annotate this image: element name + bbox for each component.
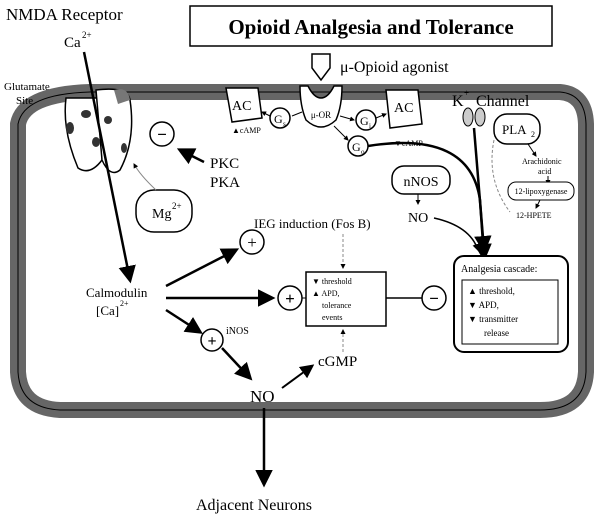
hpete-to-channel-dashed bbox=[491, 139, 511, 213]
camp-left-label: ▲cAMP bbox=[232, 126, 261, 135]
pla-to-arachidonic bbox=[527, 143, 537, 157]
ac-left-box bbox=[225, 87, 263, 123]
ac-right-label: AC bbox=[394, 101, 413, 116]
cascade-minus-circle bbox=[421, 285, 447, 311]
nnos-label: nNOS bbox=[403, 175, 438, 190]
pka-label: PKA bbox=[210, 175, 240, 191]
ac-right-box bbox=[385, 89, 423, 129]
arachidonic-line2: acid bbox=[538, 167, 551, 176]
mg-label: Mg bbox=[152, 207, 171, 222]
nmda-receptor-label: NMDA Receptor bbox=[6, 5, 123, 24]
tolerance-line-4: events bbox=[322, 313, 342, 322]
analgesia-item-2: ▼ APD, bbox=[468, 300, 499, 310]
tolerance-plus-sign: + bbox=[285, 289, 295, 308]
go-to-cascade-arrow bbox=[367, 141, 492, 262]
k-superscript: + bbox=[464, 88, 469, 98]
gs-to-ac bbox=[261, 111, 271, 117]
k-label: K bbox=[452, 93, 464, 110]
inhibit-sign-receptor: − bbox=[157, 125, 167, 144]
no-to-cgmp bbox=[281, 364, 315, 389]
lipox-to-hpete bbox=[535, 199, 541, 209]
ieg-label: IEG induction (Fos B) bbox=[254, 216, 371, 231]
lipoxygenase-label: 12-lipoxygenase bbox=[515, 187, 568, 196]
lipoxygenase-box bbox=[507, 181, 575, 201]
pla-label: PLA bbox=[502, 122, 527, 137]
opioid-agonist-shape bbox=[311, 53, 331, 82]
arachidonic-line1: Arachidonic bbox=[522, 157, 562, 166]
gi-protein bbox=[355, 109, 377, 131]
analgesia-item-3: ▼ transmitter bbox=[468, 314, 518, 324]
k-channel-left bbox=[462, 107, 474, 127]
k-channel-right bbox=[474, 107, 486, 127]
inhibit-circle-receptor bbox=[149, 121, 175, 147]
cell-membrane-outer bbox=[17, 91, 587, 411]
ca-bracket-superscript: 2+ bbox=[120, 299, 129, 308]
tolerance-line-2: ▲ APD, bbox=[312, 289, 339, 298]
nmda-receptor bbox=[64, 88, 133, 174]
mu-to-go bbox=[333, 125, 349, 141]
gs-protein bbox=[269, 107, 291, 129]
mu-agonist-label: μ-Opioid agonist bbox=[340, 59, 449, 76]
mg-box bbox=[135, 189, 193, 233]
gi-subscript: i bbox=[369, 122, 371, 130]
pla-box bbox=[493, 113, 541, 145]
gi-to-ac bbox=[375, 113, 387, 119]
pkc-arrow bbox=[176, 148, 205, 165]
nnos-box bbox=[391, 165, 451, 195]
inos-plus-sign: + bbox=[207, 333, 216, 350]
mg-arrow bbox=[133, 163, 157, 191]
tolerance-line-3: tolerance bbox=[322, 301, 352, 310]
analgesia-item-4: release bbox=[484, 328, 509, 338]
gi-label: G bbox=[360, 114, 369, 128]
no-upper-label: NO bbox=[408, 211, 428, 226]
ca-top-superscript: 2+ bbox=[82, 30, 92, 40]
ca-top-label: Ca bbox=[64, 35, 81, 51]
calmodulin-to-ieg bbox=[165, 248, 240, 288]
inos-to-no bbox=[221, 347, 253, 381]
title-box bbox=[189, 5, 553, 47]
tolerance-line-1: ▼ threshold bbox=[312, 277, 352, 286]
go-subscript: o bbox=[361, 148, 365, 156]
inos-label: iNOS bbox=[226, 326, 249, 337]
pkc-label: PKC bbox=[210, 156, 239, 172]
hpete-label: 12-HPETE bbox=[516, 211, 552, 220]
k-channel-arrow bbox=[472, 127, 492, 254]
mu-to-gs bbox=[291, 111, 303, 117]
ieg-plus-sign: + bbox=[247, 233, 257, 252]
analgesia-cascade-title: Analgesia cascade: bbox=[461, 264, 537, 275]
ieg-plus-circle bbox=[239, 229, 265, 255]
ca-bracket-label: [Ca] bbox=[96, 303, 119, 318]
channel-label: Channel bbox=[476, 93, 530, 110]
ca-influx-arrow bbox=[82, 51, 136, 284]
glutamate-label-line2: Site bbox=[16, 95, 33, 107]
cascade-minus-sign: − bbox=[429, 289, 439, 308]
analgesia-inner-box bbox=[461, 279, 559, 345]
mg-superscript: 2+ bbox=[172, 201, 182, 211]
go-label: G bbox=[352, 140, 361, 154]
mu-or-receptor bbox=[299, 85, 343, 128]
gs-label: G bbox=[274, 112, 283, 126]
calmodulin-to-inos bbox=[165, 308, 203, 334]
no-to-cascade-arrow bbox=[433, 217, 480, 252]
no-lower-label: NO bbox=[250, 387, 275, 406]
title: Opioid Analgesia and Tolerance bbox=[228, 15, 513, 39]
mu-to-gi bbox=[339, 115, 355, 122]
inos-plus-circle bbox=[200, 328, 224, 352]
analgesia-item-1: ▲ threshold, bbox=[468, 286, 515, 296]
cgmp-label: cGMP bbox=[318, 354, 357, 370]
tolerance-box bbox=[305, 271, 387, 327]
glutamate-label-line1: Glutamate bbox=[4, 81, 50, 93]
gs-subscript: s bbox=[283, 120, 286, 128]
pla-subscript: 2 bbox=[531, 130, 535, 139]
adjacent-neurons-label: Adjacent Neurons bbox=[196, 497, 312, 514]
calmodulin-label: Calmodulin bbox=[86, 285, 148, 300]
mu-or-label: μ-OR bbox=[311, 110, 331, 120]
ac-left-label: AC bbox=[232, 99, 251, 114]
